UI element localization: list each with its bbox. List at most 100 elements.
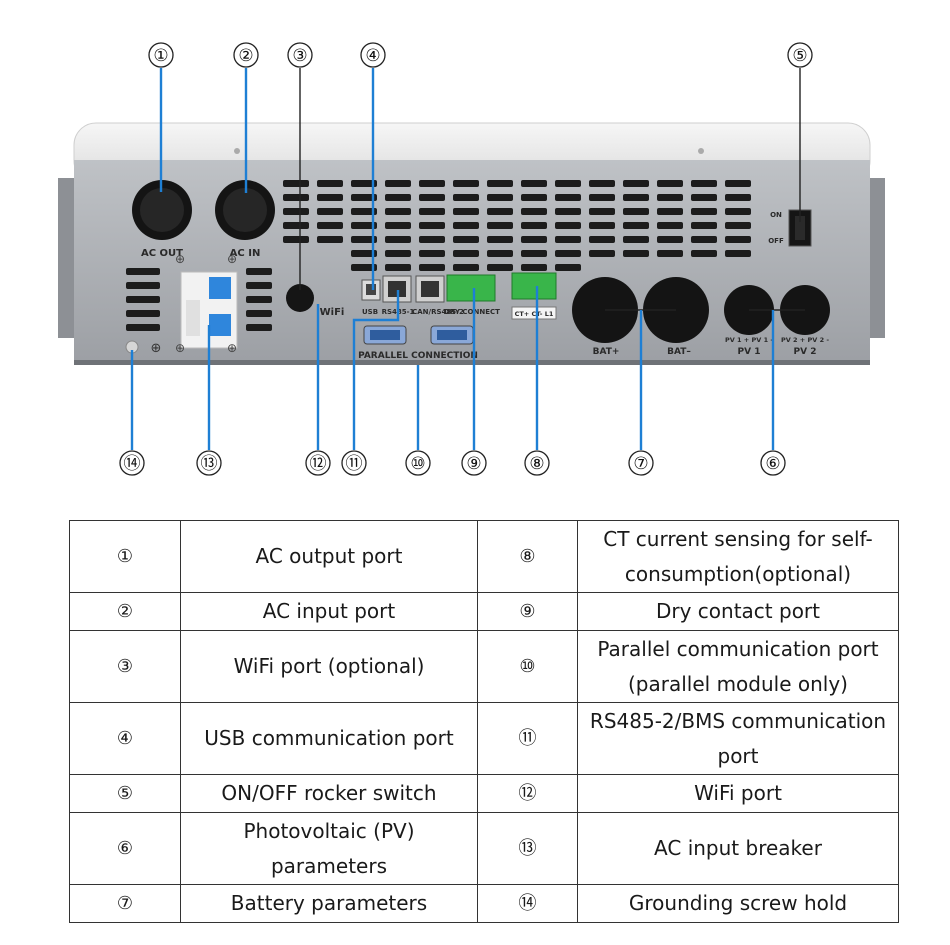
- vent-slot: [725, 236, 751, 243]
- svg-text:⑩: ⑩: [410, 454, 425, 474]
- parallel-connection-label: PARALLEL CONNECTION: [358, 351, 478, 361]
- callout-12: ⑫: [305, 450, 331, 476]
- vent-slot: [691, 222, 717, 229]
- vent-slot: [283, 180, 309, 187]
- vent-slot: [657, 236, 683, 243]
- vent-slot: [555, 208, 581, 215]
- pv2-label: PV 2: [794, 347, 817, 357]
- svg-text:⑦: ⑦: [633, 454, 648, 474]
- vent-slot: [351, 194, 377, 201]
- vent-slot: [623, 250, 649, 257]
- callout-leader-lines: [130, 68, 805, 450]
- cover-screw: [234, 148, 240, 154]
- legend-description: Photovoltaic (PV) parameters: [180, 812, 478, 885]
- vent-slot: [589, 222, 615, 229]
- legend-table: ① AC output port ⑧ CT current sensing fo…: [69, 520, 899, 923]
- vent-slot: [126, 324, 160, 331]
- svg-text:⑭: ⑭: [124, 454, 141, 474]
- vent-slot: [385, 236, 411, 243]
- vent-slot: [246, 310, 272, 317]
- ground-symbol: ⊕: [151, 340, 162, 355]
- vent-slot: [623, 194, 649, 201]
- vent-slot: [487, 236, 513, 243]
- bat-minus-label: BAT–: [667, 347, 691, 357]
- dry-contact-terminal: [446, 274, 496, 302]
- legend-row: ① AC output port ⑧ CT current sensing fo…: [69, 520, 899, 593]
- vent-slot: [521, 180, 547, 187]
- cover-screw: [698, 148, 704, 154]
- ventilation-grille: [126, 180, 751, 331]
- legend-description: Grounding screw hold: [577, 884, 899, 923]
- legend-row: ⑦ Battery parameters ⑭ Grounding screw h…: [69, 884, 899, 923]
- vent-slot: [385, 180, 411, 187]
- legend-number: ⑪: [477, 702, 578, 775]
- vent-slot: [453, 180, 479, 187]
- bat-plus-label: BAT+: [593, 347, 620, 357]
- vent-slot: [555, 250, 581, 257]
- vent-slot: [725, 208, 751, 215]
- ground-symbol-bottom: ⊕: [175, 341, 185, 355]
- vent-slot: [283, 208, 309, 215]
- legend-number: ④: [69, 702, 181, 775]
- right-mount-bracket: [867, 178, 885, 338]
- svg-text:③: ③: [292, 46, 307, 66]
- vent-slot: [725, 222, 751, 229]
- vent-slot: [589, 236, 615, 243]
- vent-slot: [351, 236, 377, 243]
- vent-slot: [246, 296, 272, 303]
- vent-slot: [555, 222, 581, 229]
- svg-text:②: ②: [238, 46, 253, 66]
- vent-slot: [589, 208, 615, 215]
- legend-description: Parallel communication port (parallel mo…: [577, 630, 899, 703]
- legend-number: ①: [69, 520, 181, 593]
- legend-number: ⑧: [477, 520, 578, 593]
- vent-slot: [623, 180, 649, 187]
- ct-label: CT+ CT- L1: [515, 310, 554, 318]
- vent-slot: [385, 250, 411, 257]
- vent-slot: [419, 264, 445, 271]
- can-rs485-2-jack: [421, 281, 439, 297]
- dry-connect-label: DRY CONNECT: [444, 308, 500, 316]
- switch-off-label: OFF: [768, 237, 784, 245]
- parallel-port-2: [430, 325, 474, 345]
- vent-slot: [126, 268, 160, 275]
- callout-7: ⑦: [628, 450, 654, 476]
- legend-number: ⑨: [477, 592, 578, 631]
- legend-number: ⑦: [69, 884, 181, 923]
- vent-slot: [589, 250, 615, 257]
- vent-slot: [246, 268, 272, 275]
- vent-slot: [351, 208, 377, 215]
- legend-row: ③ WiFi port (optional) ⑩ Parallel commun…: [69, 630, 899, 703]
- vent-slot: [453, 250, 479, 257]
- vent-slot: [246, 282, 272, 289]
- legend-row: ④ USB communication port ⑪ RS485-2/BMS c…: [69, 702, 899, 775]
- vent-slot: [283, 222, 309, 229]
- legend-number: ⑭: [477, 884, 578, 923]
- ground-symbol-left: ⊕: [175, 252, 185, 266]
- vent-slot: [487, 180, 513, 187]
- ac-input-port: [215, 180, 275, 240]
- vent-slot: [283, 194, 309, 201]
- vent-slot: [657, 250, 683, 257]
- vent-slot: [317, 194, 343, 201]
- vent-slot: [623, 208, 649, 215]
- legend-number: ⑫: [477, 774, 578, 813]
- vent-slot: [453, 208, 479, 215]
- vent-slot: [521, 264, 547, 271]
- vent-slot: [487, 222, 513, 229]
- vent-slot: [691, 208, 717, 215]
- svg-text:⑬: ⑬: [201, 454, 218, 474]
- vent-slot: [487, 250, 513, 257]
- ct-terminal: [511, 272, 557, 300]
- left-mount-bracket: [58, 178, 76, 338]
- ac-out-label: AC OUT: [141, 248, 183, 259]
- vent-slot: [317, 208, 343, 215]
- vent-slot: [385, 208, 411, 215]
- vent-slot: [487, 264, 513, 271]
- vent-slot: [419, 208, 445, 215]
- vent-slot: [283, 236, 309, 243]
- vent-slot: [521, 222, 547, 229]
- vent-slot: [657, 180, 683, 187]
- legend-description: Battery parameters: [180, 884, 478, 923]
- legend-description: RS485-2/BMS communication port: [577, 702, 899, 775]
